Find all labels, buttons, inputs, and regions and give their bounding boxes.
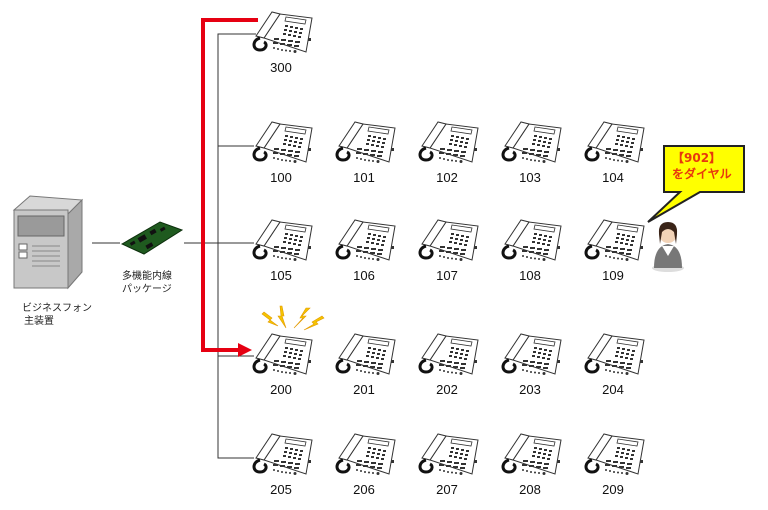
phone-icon-100 [252, 120, 314, 165]
main-unit-label-line2: 主装置 [24, 316, 54, 327]
phone-icon-207 [418, 432, 480, 477]
extension-label-203: 203 [519, 382, 541, 397]
extension-label-207: 207 [436, 482, 458, 497]
phone-icon-203 [501, 332, 563, 377]
phone-icon-103 [501, 120, 563, 165]
extension-label-200: 200 [270, 382, 292, 397]
person-icon [652, 222, 684, 272]
phone-icon-105 [252, 218, 314, 263]
extension-label-104: 104 [602, 170, 624, 185]
phone-icon-208 [501, 432, 563, 477]
extension-label-201: 201 [353, 382, 375, 397]
extension-label-107: 107 [436, 268, 458, 283]
extension-label-106: 106 [353, 268, 375, 283]
phone-icon-209 [584, 432, 646, 477]
phone-icon-201 [335, 332, 397, 377]
main-unit-label-line1: ビジネスフォン [22, 303, 92, 314]
wiring [92, 33, 256, 459]
phone-icon-104 [584, 120, 646, 165]
phone-icon-200 [252, 332, 314, 377]
phone-icon-107 [418, 218, 480, 263]
package-label-line1: 多機能内線 [122, 271, 172, 282]
phone-icon-109 [584, 218, 646, 263]
callout-text: 【902】 をダイヤル [672, 150, 732, 182]
call-route-arrow [201, 18, 258, 357]
phone-icon-205 [252, 432, 314, 477]
package-label-line2: パッケージ [122, 284, 172, 295]
circuit-board-icon [120, 221, 184, 255]
phone-icon-204 [584, 332, 646, 377]
extension-label-100: 100 [270, 170, 292, 185]
extension-label-204: 204 [602, 382, 624, 397]
package-label: 多機能内線 パッケージ [122, 270, 172, 296]
ringing-lightning-icon [261, 305, 325, 331]
extension-label-103: 103 [519, 170, 541, 185]
extension-label-105: 105 [270, 268, 292, 283]
phone-icon-202 [418, 332, 480, 377]
extension-label-102: 102 [436, 170, 458, 185]
phone-icon-300 [252, 10, 314, 55]
pbx-server-icon [12, 195, 84, 290]
extension-label-101: 101 [353, 170, 375, 185]
extension-label-108: 108 [519, 268, 541, 283]
phone-icon-101 [335, 120, 397, 165]
speech-bubble [647, 145, 745, 223]
phone-icon-106 [335, 218, 397, 263]
phone-icon-206 [335, 432, 397, 477]
callout-line2: をダイヤル [672, 167, 732, 181]
callout-line1: 【902】 [672, 151, 722, 165]
extension-label-209: 209 [602, 482, 624, 497]
extension-label-300: 300 [270, 60, 292, 75]
extension-label-202: 202 [436, 382, 458, 397]
extension-label-208: 208 [519, 482, 541, 497]
phone-icon-108 [501, 218, 563, 263]
extension-label-206: 206 [353, 482, 375, 497]
extension-label-205: 205 [270, 482, 292, 497]
main-unit-label: ビジネスフォン 主装置 [22, 302, 92, 328]
extension-label-109: 109 [602, 268, 624, 283]
phone-icon-102 [418, 120, 480, 165]
